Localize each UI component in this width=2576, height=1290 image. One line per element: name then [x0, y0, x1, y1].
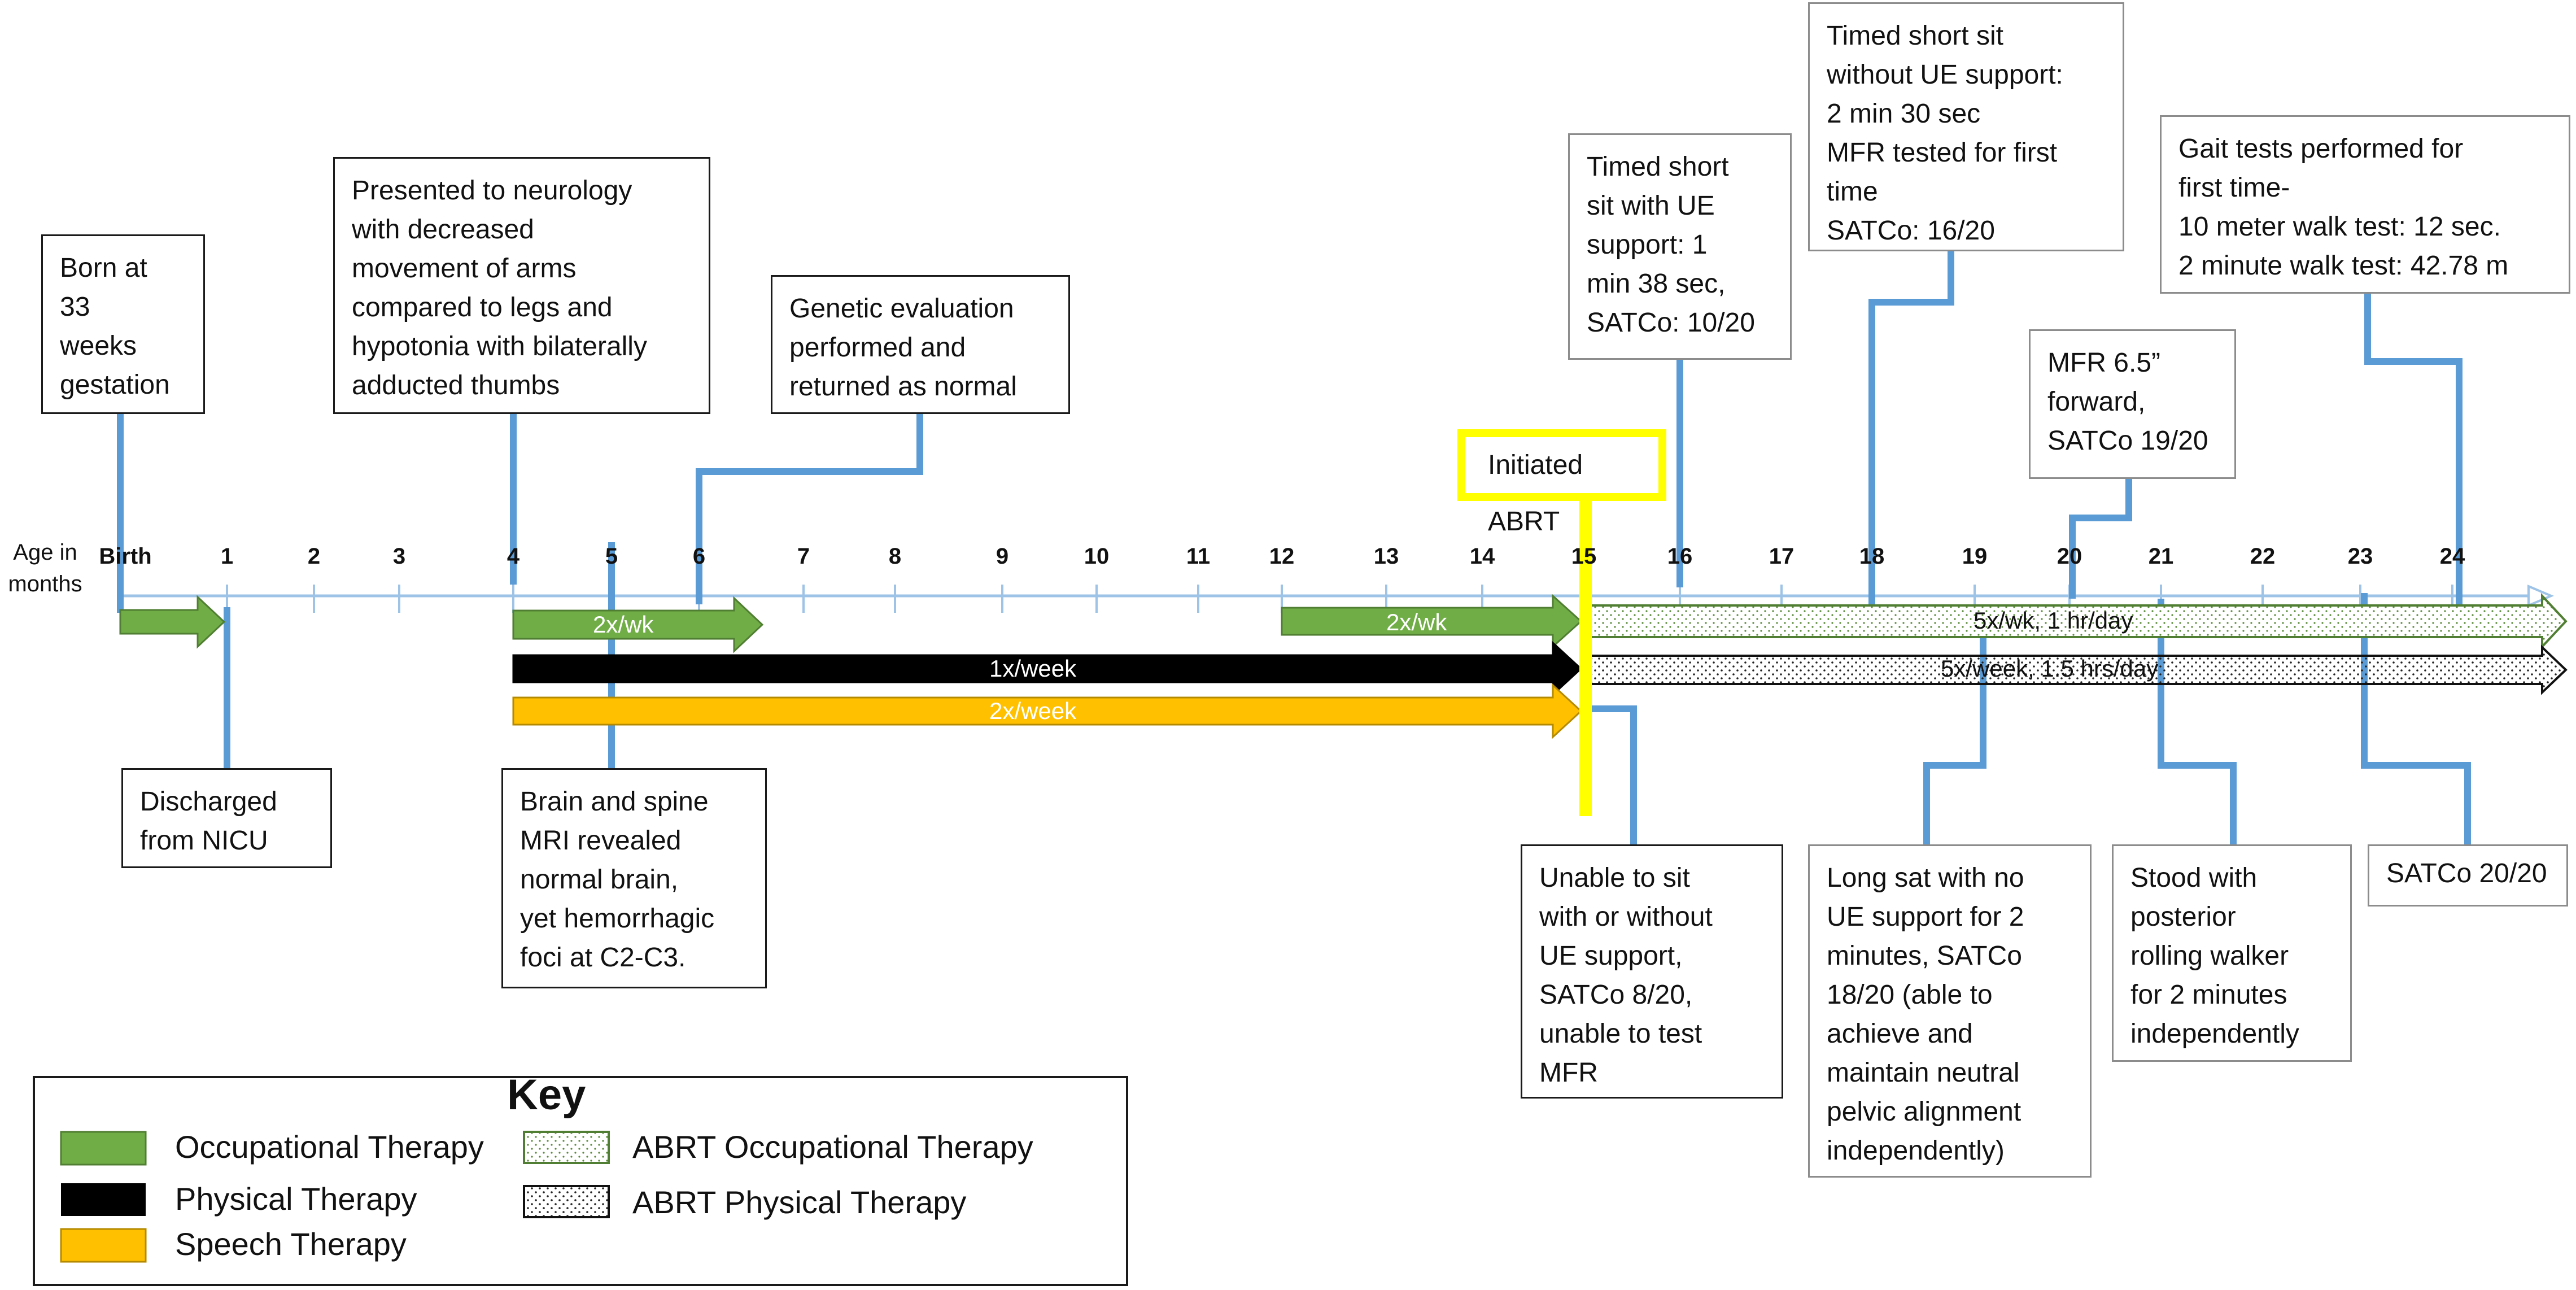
st-bar-label: 2x/week	[989, 698, 1077, 724]
event-genetic: Genetic evaluation performed and returne…	[771, 275, 1070, 414]
event-gait: Gait tests performed for first time- 10 …	[2160, 115, 2570, 294]
event-mfr: MFR 6.5” forward, SATCo 19/20	[2029, 329, 2236, 479]
abrt-pt-bar-label: 5x/week, 1.5 hrs/day	[1941, 655, 2159, 682]
key-box	[33, 1076, 1128, 1286]
axis-month-label-19: 19	[1962, 544, 1988, 569]
axis-month-label-2: 2	[307, 544, 321, 569]
key-label-abrt-ot: ABRT Occupational Therapy	[632, 1129, 1033, 1165]
connector-longsat	[1923, 604, 1986, 844]
abrt-ot-bar-label: 5x/wk, 1 hr/day	[1974, 607, 2133, 634]
event-stood: Stood with posterior rolling walker for …	[2112, 844, 2352, 1062]
pt-bar-label: 1x/week	[989, 655, 1077, 682]
axis-birth-label: Birth	[99, 544, 152, 569]
st-bar	[512, 683, 1583, 739]
axis-month-label-6: 6	[692, 544, 706, 569]
axis-month-label-14: 14	[1469, 544, 1495, 569]
axis-month-label-18: 18	[1859, 544, 1885, 569]
axis-month-label-11: 11	[1186, 544, 1211, 569]
axis-month-label-4: 4	[507, 544, 520, 569]
event-long-sat: Long sat with no UE support for 2 minute…	[1808, 844, 2092, 1178]
axis-month-label-15: 15	[1571, 544, 1597, 569]
abrt-ot-bar	[1580, 592, 2568, 650]
connector-unable	[1584, 705, 1637, 844]
axis-month-label-5: 5	[605, 544, 618, 569]
key-label-abrt-pt: ABRT Physical Therapy	[632, 1184, 967, 1220]
key-swatch-abrt-ot	[523, 1131, 610, 1164]
axis-month-label-8: 8	[888, 544, 902, 569]
connector-timed2	[1868, 251, 1954, 613]
timeline-axis-arrowhead	[2527, 584, 2555, 608]
key-title: Key	[507, 1071, 586, 1119]
axis-month-label-16: 16	[1667, 544, 1693, 569]
event-neurology: Presented to neurology with decreased mo…	[333, 157, 710, 414]
key-label-st: Speech Therapy	[175, 1226, 407, 1262]
key-swatch-ot	[60, 1131, 147, 1166]
ot-bar-3	[1281, 594, 1583, 649]
abrt-pt-bar	[1580, 644, 2568, 695]
axis-month-label-12: 12	[1269, 544, 1295, 569]
axis-title: Age in months	[8, 540, 82, 596]
axis-month-label-7: 7	[797, 544, 810, 569]
axis-month-label-24: 24	[2439, 544, 2465, 569]
key-swatch-pt	[61, 1183, 146, 1216]
connector-gait	[2364, 294, 2463, 610]
ot-bar-1	[119, 595, 226, 649]
ot-bar-3-label: 2x/wk	[1386, 609, 1447, 635]
axis-month-label-20: 20	[2057, 544, 2082, 569]
axis-month-label-23: 23	[2347, 544, 2373, 569]
key-label-pt: Physical Therapy	[175, 1181, 417, 1217]
connector-mfr	[2069, 479, 2132, 599]
event-mri: Brain and spine MRI revealed normal brai…	[501, 768, 767, 988]
key-swatch-st	[60, 1228, 147, 1263]
initiated-abrt-label: Initiated ABRT	[1457, 429, 1666, 537]
ot-bar-2-label: 2x/wk	[593, 611, 654, 638]
axis-month-label-10: 10	[1084, 544, 1110, 569]
key-label-ot: Occupational Therapy	[175, 1129, 484, 1165]
key-swatch-abrt-pt	[523, 1185, 610, 1218]
event-unable-to-sit: Unable to sit with or without UE support…	[1521, 844, 1783, 1099]
event-discharged: Discharged from NICU	[121, 768, 332, 868]
axis-month-label-17: 17	[1769, 544, 1795, 569]
pt-bar	[512, 640, 1583, 697]
event-timed-sit-1: Timed short sit with UE support: 1 min 3…	[1568, 133, 1792, 360]
axis-month-label-21: 21	[2148, 544, 2174, 569]
connector-genetic	[696, 414, 923, 604]
axis-month-label-13: 13	[1373, 544, 1399, 569]
ot-bar-2	[512, 596, 764, 653]
axis-month-label-1: 1	[220, 544, 234, 569]
event-satco-20: SATCo 20/20	[2368, 844, 2568, 907]
axis-month-label-22: 22	[2250, 544, 2276, 569]
event-born: Born at 33 weeks gestation	[41, 234, 205, 414]
event-timed-sit-2: Timed short sit without UE support: 2 mi…	[1808, 2, 2124, 251]
axis-month-label-3: 3	[392, 544, 406, 569]
axis-month-label-9: 9	[996, 544, 1009, 569]
